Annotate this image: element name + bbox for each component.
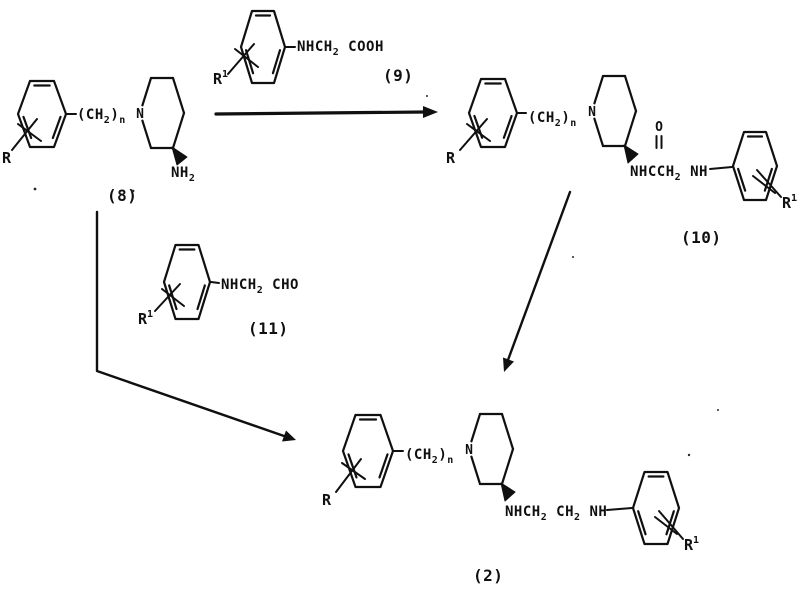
reaction-arrow-8-to-10 xyxy=(214,106,438,118)
variable-attachment-cross xyxy=(466,123,491,142)
variable-attachment-bond xyxy=(756,169,782,198)
piperidine-nitrogen-label: N xyxy=(588,105,596,120)
arrowhead xyxy=(503,357,514,372)
variable-attachment-bond xyxy=(335,458,362,493)
piperidine-ring xyxy=(141,76,186,150)
benzene-ring xyxy=(467,77,519,149)
carbonyl-oxygen-label: O xyxy=(655,120,663,135)
variable-attachment-bond xyxy=(658,510,684,540)
scan-speck xyxy=(717,409,719,411)
compound-10: R (CH2)n N O NHCCH2 NH R1 (10) xyxy=(446,74,797,247)
substituent-r-label: R xyxy=(2,149,12,167)
benzene-ring xyxy=(341,413,395,489)
anilino-bond xyxy=(606,507,633,511)
reagent-11: R1 NHCH2 CHO (11) xyxy=(138,243,299,338)
scan-speck xyxy=(572,256,574,258)
piperidine-ring xyxy=(470,412,515,486)
amine-group-label: NH2 xyxy=(171,165,195,184)
stereo-wedge-bond xyxy=(500,482,516,502)
variable-attachment-cross xyxy=(161,288,185,307)
substituent-r1-label: R1 xyxy=(782,193,797,212)
substituent-r1-label: R1 xyxy=(684,535,699,554)
compound-2: R (CH2)n N NHCH2 CH2 NH R1 (2) xyxy=(322,412,699,585)
reaction-arrow-8-to-2 xyxy=(95,210,296,442)
piperidine-nitrogen-label: N xyxy=(136,107,144,122)
substituent-r-label: R xyxy=(322,491,332,509)
alkylene-chain-label: (CH2)n xyxy=(77,107,126,126)
amide-chain-label: NHCCH2 NH xyxy=(630,164,708,183)
variable-attachment-cross xyxy=(752,175,776,194)
alkylene-chain-label: (CH2)n xyxy=(528,110,577,129)
reagent-11-number: (11) xyxy=(248,319,289,338)
anilino-bond xyxy=(709,166,733,170)
benzene-ring xyxy=(162,243,212,321)
compound-2-number: (2) xyxy=(473,566,503,585)
arrowhead xyxy=(282,430,296,442)
compound-8: R (CH2)n N NH2 (8) xyxy=(2,76,195,205)
glycine-chain-label: NHCH2 COOH xyxy=(297,39,384,58)
scan-speck xyxy=(687,453,691,457)
variable-attachment-bond xyxy=(227,43,255,75)
scan-speck xyxy=(33,187,37,191)
compound-8-number: (8) xyxy=(107,186,137,205)
piperidine-nitrogen-label: N xyxy=(465,443,473,458)
stereo-wedge-bond xyxy=(623,144,639,164)
variable-attachment-cross xyxy=(17,123,42,142)
aryl-chain-bond xyxy=(210,281,220,284)
variable-attachment-cross xyxy=(341,462,366,480)
benzene-ring xyxy=(16,79,68,149)
variable-attachment-cross xyxy=(654,516,678,535)
substituent-r-label: R xyxy=(446,149,456,167)
scan-artifacts xyxy=(33,95,719,457)
variable-attachment-bond xyxy=(459,118,488,151)
reagent-9-number: (9) xyxy=(383,66,413,85)
substituent-r1-label: R1 xyxy=(213,69,228,88)
benzene-ring xyxy=(239,9,287,85)
variable-attachment-bond xyxy=(11,118,38,151)
reaction-arrow-10-to-2 xyxy=(503,190,572,372)
substituent-r1-label: R1 xyxy=(138,309,153,328)
variable-attachment-cross xyxy=(234,48,259,68)
benzene-ring xyxy=(631,470,681,546)
diamine-chain-label: NHCH2 CH2 NH xyxy=(505,504,607,523)
reagent-9: R1 NHCH2 COOH (9) xyxy=(213,9,413,88)
scan-speck xyxy=(131,189,135,193)
scan-speck xyxy=(426,95,428,97)
aldehyde-chain-label: NHCH2 CHO xyxy=(221,277,299,296)
arrowhead xyxy=(423,106,438,118)
compound-10-number: (10) xyxy=(681,228,722,247)
piperidine-ring xyxy=(593,74,638,148)
stereo-wedge-bond xyxy=(171,146,188,166)
alkylene-chain-label: (CH2)n xyxy=(405,447,454,466)
variable-attachment-bond xyxy=(154,283,181,312)
